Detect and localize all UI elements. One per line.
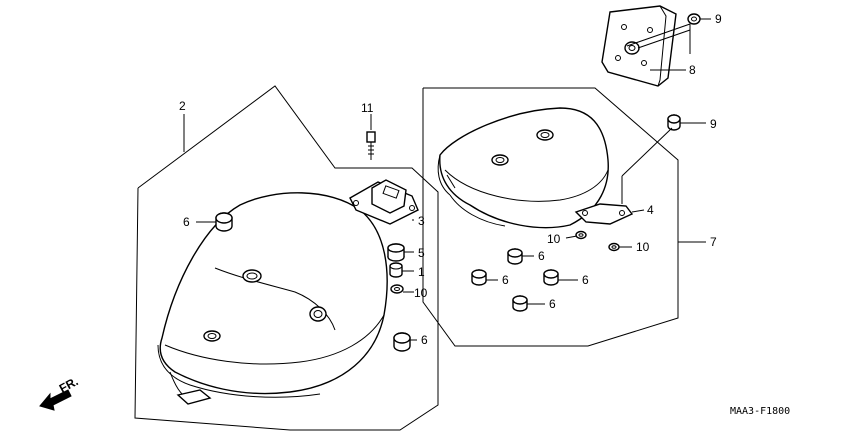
nut-10-rear-right [608,242,620,252]
callout-3: 3 [418,214,425,228]
rear-bracket-4 [574,203,634,225]
nut-9-rear [667,114,681,131]
callout-6-rear-c: 6 [582,273,589,287]
nut-9-top [687,13,701,25]
front-seat-assembly-outline [134,85,439,431]
rear-seat [437,107,609,229]
seat-bracket [349,179,419,225]
callouts: 9 8 9 2 11 3 5 1 10 6 6 4 10 10 7 6 6 6 … [179,12,722,347]
callout-10-front: 10 [414,286,428,300]
callout-11: 11 [361,101,374,115]
callout-6-rear-b: 6 [502,273,509,287]
callout-10-rear-right: 10 [636,240,650,254]
seat-boss-front [203,330,221,342]
callout-4: 4 [647,203,654,217]
diagram-code: MAA3-F1800 [730,406,790,417]
callout-6-rear-d: 6 [549,297,556,311]
callout-6-front-lower: 6 [421,333,428,347]
rubber-damper-6-rear-d [512,295,528,312]
rear-seat-assembly-outline [422,87,679,347]
callout-6-front-left: 6 [183,215,190,229]
callout-5: 5 [418,246,425,260]
direction-label: FR. [57,374,81,395]
callout-1: 1 [418,265,425,279]
callout-7: 7 [710,235,717,249]
nut-10-rear-left [575,230,587,240]
rubber-damper-6-rear-b [471,269,487,286]
rubber-damper-6-left [215,212,233,232]
seat-boss-left [242,269,262,283]
rubber-damper-6-rear-c [543,269,559,286]
front-seat [157,192,388,405]
callout-10-rear-left: 10 [547,232,561,246]
rubber-damper-6-front-lower [393,332,411,352]
callout-8: 8 [689,63,696,77]
callout-2: 2 [179,99,186,113]
nut-10-front [390,284,404,294]
rear-seat-boss-left [491,154,509,166]
callout-9-rear: 9 [710,117,717,131]
callout-9-top: 9 [715,12,722,26]
seat-boss-right [309,306,327,322]
arrow-icon [39,389,72,411]
leader-lines [183,18,711,341]
rear-seat-boss-right [536,129,554,141]
bolt-11 [366,131,376,160]
rubber-damper-5 [387,243,405,262]
rubber-damper-6-rear-a [507,248,523,265]
callout-6-rear-a: 6 [538,249,545,263]
front-direction-indicator: FR. [39,374,81,411]
cover-8 [601,5,677,87]
collar-1 [389,262,403,278]
